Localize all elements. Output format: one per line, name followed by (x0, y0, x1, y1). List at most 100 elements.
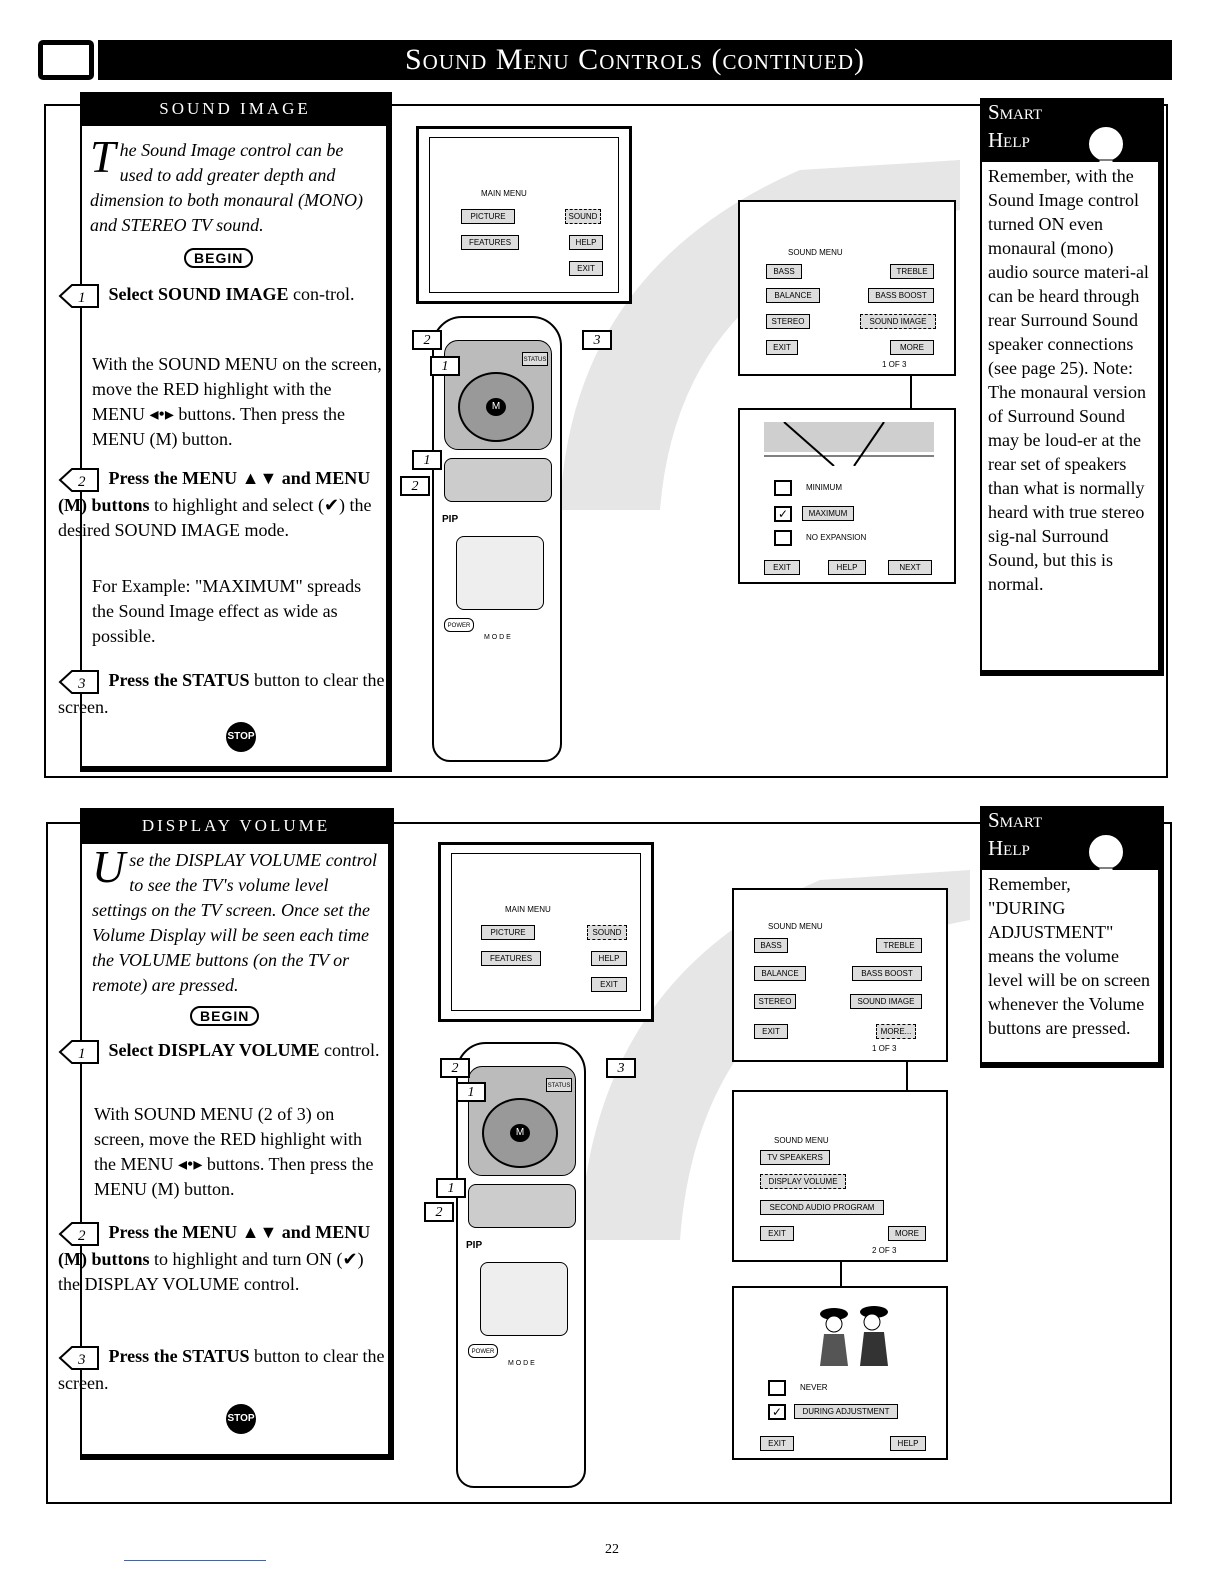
stereo-button[interactable]: STEREO (766, 314, 810, 329)
section2-step3-bold: Press the STATUS (108, 1346, 250, 1366)
main-menu-title: MAIN MENU (481, 189, 527, 198)
sound-button[interactable]: SOUND (565, 209, 601, 224)
section2-title: DISPLAY VOLUME (80, 808, 392, 844)
pip-label: PIP (442, 514, 459, 525)
next-button[interactable]: NEXT (888, 560, 932, 575)
status-button[interactable]: STATUS (522, 352, 548, 366)
section2-frame (46, 822, 1172, 1504)
sound-image-button[interactable]: SOUND IMAGE (850, 994, 922, 1009)
section1-step1-rest: con-trol. (288, 284, 355, 304)
section1-step2-bold: Press the MENU ▲▼ and MENU (M) buttons (58, 468, 371, 515)
balance-button[interactable]: BALANCE (766, 288, 820, 303)
exit-button[interactable]: EXIT (764, 560, 800, 575)
display-volume-button[interactable]: DISPLAY VOLUME (760, 1174, 846, 1189)
section1-step2-detail: For Example: "MAXIMUM" spreads the Sound… (92, 576, 362, 646)
menu-m-button[interactable]: M (486, 398, 506, 416)
never-checkbox[interactable] (768, 1380, 786, 1396)
help-button[interactable]: HELP (890, 1436, 926, 1451)
during-adjustment-checkbox[interactable]: ✓ (768, 1404, 786, 1420)
section1-sound-menu-screen: SOUND MENU BASS TREBLE BALANCE BASS BOOS… (738, 200, 956, 376)
features-button[interactable]: FEATURES (461, 235, 519, 250)
arrow-down-icon (840, 1262, 842, 1294)
section1-text-panel (80, 92, 392, 772)
bass-button[interactable]: BASS (766, 264, 802, 279)
mode-label: M O D E (484, 634, 511, 641)
page-indicator: 1 OF 3 (882, 360, 907, 369)
page-number: 22 (605, 1542, 619, 1557)
step-arrow-icon: 2 (58, 1221, 99, 1246)
minimum-checkbox[interactable] (774, 480, 792, 496)
maximum-checkbox[interactable]: ✓ (774, 506, 792, 522)
number-keypad[interactable] (480, 1262, 568, 1336)
volume-panel (468, 1184, 576, 1228)
status-button[interactable]: STATUS (546, 1078, 572, 1092)
footer-rule (124, 1560, 266, 1561)
pip-label: PIP (466, 1240, 483, 1251)
section1-step3-bold: Press the STATUS (108, 670, 250, 690)
tv-speakers-button[interactable]: TV SPEAKERS (760, 1150, 830, 1165)
during-adjustment-button[interactable]: DURING ADJUSTMENT (794, 1404, 898, 1419)
section2-highlight-swoosh (580, 870, 970, 1240)
callout-2b-icon: 2 (400, 476, 430, 496)
exit-button[interactable]: EXIT (569, 261, 603, 276)
no-expansion-label: NO EXPANSION (806, 533, 867, 542)
callout-2b-icon: 2 (424, 1202, 454, 1222)
features-button[interactable]: FEATURES (481, 951, 541, 966)
section2-step2: 2 Press the MENU ▲▼ and MENU (M) buttons… (58, 1220, 388, 1297)
more-button[interactable]: MORE (888, 1226, 926, 1241)
callout-3-icon: 3 (606, 1058, 636, 1078)
help-button[interactable]: HELP (591, 951, 627, 966)
svg-text:2: 2 (78, 1228, 86, 1244)
section2-step2-rest: to highlight and turn ON (✔) the DISPLAY… (58, 1248, 364, 1294)
section2-stop-icon: STOP (226, 1404, 256, 1434)
picture-button[interactable]: PICTURE (481, 925, 535, 940)
callout-1-icon: 1 (456, 1082, 486, 1102)
sound-button[interactable]: SOUND (587, 925, 627, 940)
bass-boost-button[interactable]: BASS BOOST (852, 966, 922, 981)
section1-title: SOUND IMAGE (80, 92, 390, 126)
help-button[interactable]: HELP (569, 235, 603, 250)
help-button[interactable]: HELP (828, 560, 866, 575)
treble-button[interactable]: TREBLE (876, 938, 922, 953)
no-expansion-checkbox[interactable] (774, 530, 792, 546)
section2-step1-bold: Select DISPLAY VOLUME (108, 1040, 320, 1060)
picture-button[interactable]: PICTURE (461, 209, 515, 224)
sound-image-button[interactable]: SOUND IMAGE (860, 314, 936, 329)
maximum-button[interactable]: MAXIMUM (802, 506, 854, 521)
svg-text:1: 1 (78, 1046, 86, 1062)
treble-button[interactable]: TREBLE (890, 264, 934, 279)
number-keypad[interactable] (456, 536, 544, 610)
exit-button[interactable]: EXIT (760, 1436, 794, 1451)
bass-boost-button[interactable]: BASS BOOST (868, 288, 934, 303)
section1-begin-wrap: BEGIN (184, 248, 254, 268)
exit-button[interactable]: EXIT (591, 977, 627, 992)
section1-smart-help-title: Smart Help (980, 98, 1164, 162)
power-button[interactable]: POWER (444, 618, 474, 632)
second-audio-program-button[interactable]: SECOND AUDIO PROGRAM (760, 1200, 884, 1215)
power-button[interactable]: POWER (468, 1344, 498, 1358)
section2-sound-menu2-screen: SOUND MENU TV SPEAKERS DISPLAY VOLUME SE… (732, 1090, 948, 1262)
callout-2-icon: 2 (440, 1058, 470, 1078)
section1-remote-control: M STATUS PIP POWER M O D E (432, 316, 562, 762)
sound-image-graphic (764, 422, 934, 466)
exit-button[interactable]: EXIT (766, 340, 798, 355)
dpad-circle[interactable] (482, 1098, 558, 1168)
exit-button[interactable]: EXIT (754, 1024, 788, 1039)
more-button[interactable]: MORE... (876, 1024, 916, 1039)
arrow-down-icon (906, 1062, 908, 1092)
balance-button[interactable]: BALANCE (754, 966, 806, 981)
mode-label: M O D E (508, 1360, 535, 1367)
minimum-label: MINIMUM (806, 483, 842, 492)
sound-menu-title: SOUND MENU (774, 1136, 829, 1145)
stereo-button[interactable]: STEREO (754, 994, 796, 1009)
svg-text:3: 3 (77, 676, 86, 692)
exit-button[interactable]: EXIT (760, 1226, 794, 1241)
bass-button[interactable]: BASS (754, 938, 788, 953)
more-button[interactable]: MORE (890, 340, 934, 355)
header-icon-box (38, 40, 94, 80)
section2-step1: 1 Select DISPLAY VOLUME control. (58, 1038, 388, 1065)
svg-text:3: 3 (77, 1352, 86, 1368)
menu-m-button[interactable]: M (510, 1124, 530, 1142)
section1-begin-badge: BEGIN (184, 248, 254, 268)
